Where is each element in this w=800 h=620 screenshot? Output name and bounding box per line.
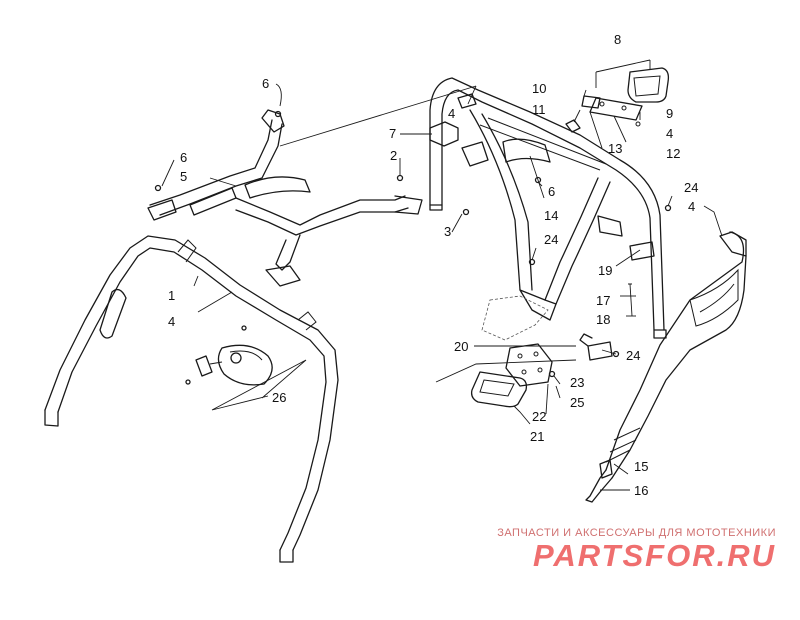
callout-24: 24: [626, 348, 640, 363]
callout-4: 4: [688, 199, 695, 214]
license-plate-bracket: [470, 333, 613, 408]
callout-labels: 6 6 5 4 7 2 3 8 10 11 9 4 13 12 6 14 24 …: [168, 32, 698, 498]
callout-24: 24: [684, 180, 698, 195]
watermark-logo: PARTSFOR.RU: [532, 538, 776, 573]
callout-3: 3: [444, 224, 451, 239]
callout-26: 26: [272, 390, 286, 405]
callout-22: 22: [532, 409, 546, 424]
callout-4: 4: [448, 106, 455, 121]
callout-25: 25: [570, 395, 584, 410]
callout-7: 7: [389, 126, 396, 141]
callout-1: 1: [168, 288, 175, 303]
callout-19: 19: [598, 263, 612, 278]
callout-13: 13: [608, 141, 622, 156]
watermark-caption: ЗАПЧАСТИ И АКСЕССУАРЫ ДЛЯ МОТОТЕХНИКИ: [497, 527, 776, 539]
callout-20: 20: [454, 339, 468, 354]
callout-14: 14: [544, 208, 558, 223]
side-net-panel: [585, 231, 747, 503]
rear-roll-cage: [429, 77, 667, 341]
callout-5: 5: [180, 169, 187, 184]
callout-8: 8: [614, 32, 621, 47]
callout-2: 2: [390, 148, 397, 163]
callout-12: 12: [666, 146, 680, 161]
leader-lines: [161, 59, 723, 491]
callout-4: 4: [666, 126, 673, 141]
fasteners: [154, 110, 672, 385]
callout-6: 6: [262, 76, 269, 91]
partsfor-watermark: ЗАПЧАСТИ И АКСЕССУАРЫ ДЛЯ МОТОТЕХНИКИ PA…: [476, 527, 776, 573]
callout-11: 11: [532, 102, 546, 117]
callout-6: 6: [548, 184, 555, 199]
front-cross-brace: [147, 109, 423, 287]
front-roll-bar: [44, 235, 339, 563]
callout-9: 9: [666, 106, 673, 121]
callout-18: 18: [596, 312, 610, 327]
callout-10: 10: [532, 81, 546, 96]
callout-4: 4: [168, 314, 175, 329]
rear-view-mirror: [195, 344, 273, 386]
callout-6: 6: [180, 150, 187, 165]
callout-15: 15: [634, 459, 648, 474]
callout-17: 17: [596, 293, 610, 308]
callout-23: 23: [570, 375, 584, 390]
callout-21: 21: [530, 429, 544, 444]
callout-24: 24: [544, 232, 558, 247]
callout-16: 16: [634, 483, 648, 498]
rear-light-assembly: [565, 67, 670, 133]
